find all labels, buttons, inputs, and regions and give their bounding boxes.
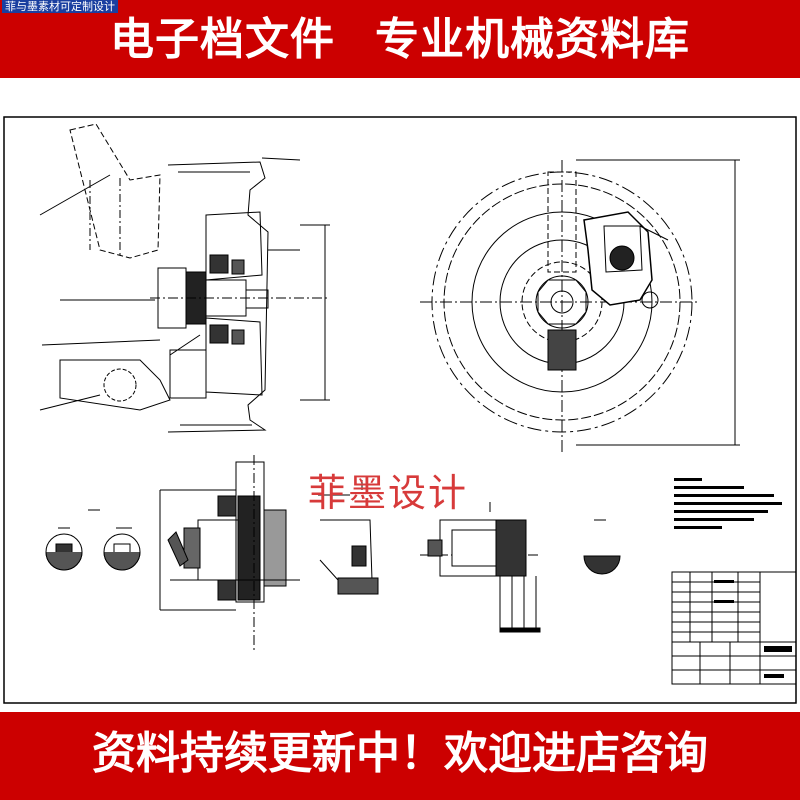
detail-section-mid xyxy=(319,480,379,595)
section-view-bottom-middle xyxy=(159,455,350,650)
section-view-bottom-right xyxy=(420,502,621,633)
drawing-watermark: 菲墨设计 xyxy=(308,471,469,515)
title-block xyxy=(671,571,797,685)
header-right-text: 专业机械资料库 xyxy=(375,14,690,65)
header-left-text: 电子档文件 xyxy=(110,14,335,65)
drawing-canvas xyxy=(3,116,797,704)
section-view-left xyxy=(39,123,330,433)
wheel-end-view xyxy=(420,159,740,455)
top-banner xyxy=(0,0,800,78)
header-title: 电子档文件专业机械资料库 xyxy=(0,14,800,66)
bottom-banner xyxy=(0,712,800,800)
watermark-tag: 菲与墨素材可定制设计 xyxy=(2,0,118,13)
drawing-frame xyxy=(3,116,797,704)
technical-notes xyxy=(674,478,782,529)
engineering-drawing: 菲墨设计 xyxy=(0,78,800,712)
footer-text: 资料持续更新中！欢迎进店咨询 xyxy=(92,728,708,779)
detail-sections-small xyxy=(45,509,141,571)
